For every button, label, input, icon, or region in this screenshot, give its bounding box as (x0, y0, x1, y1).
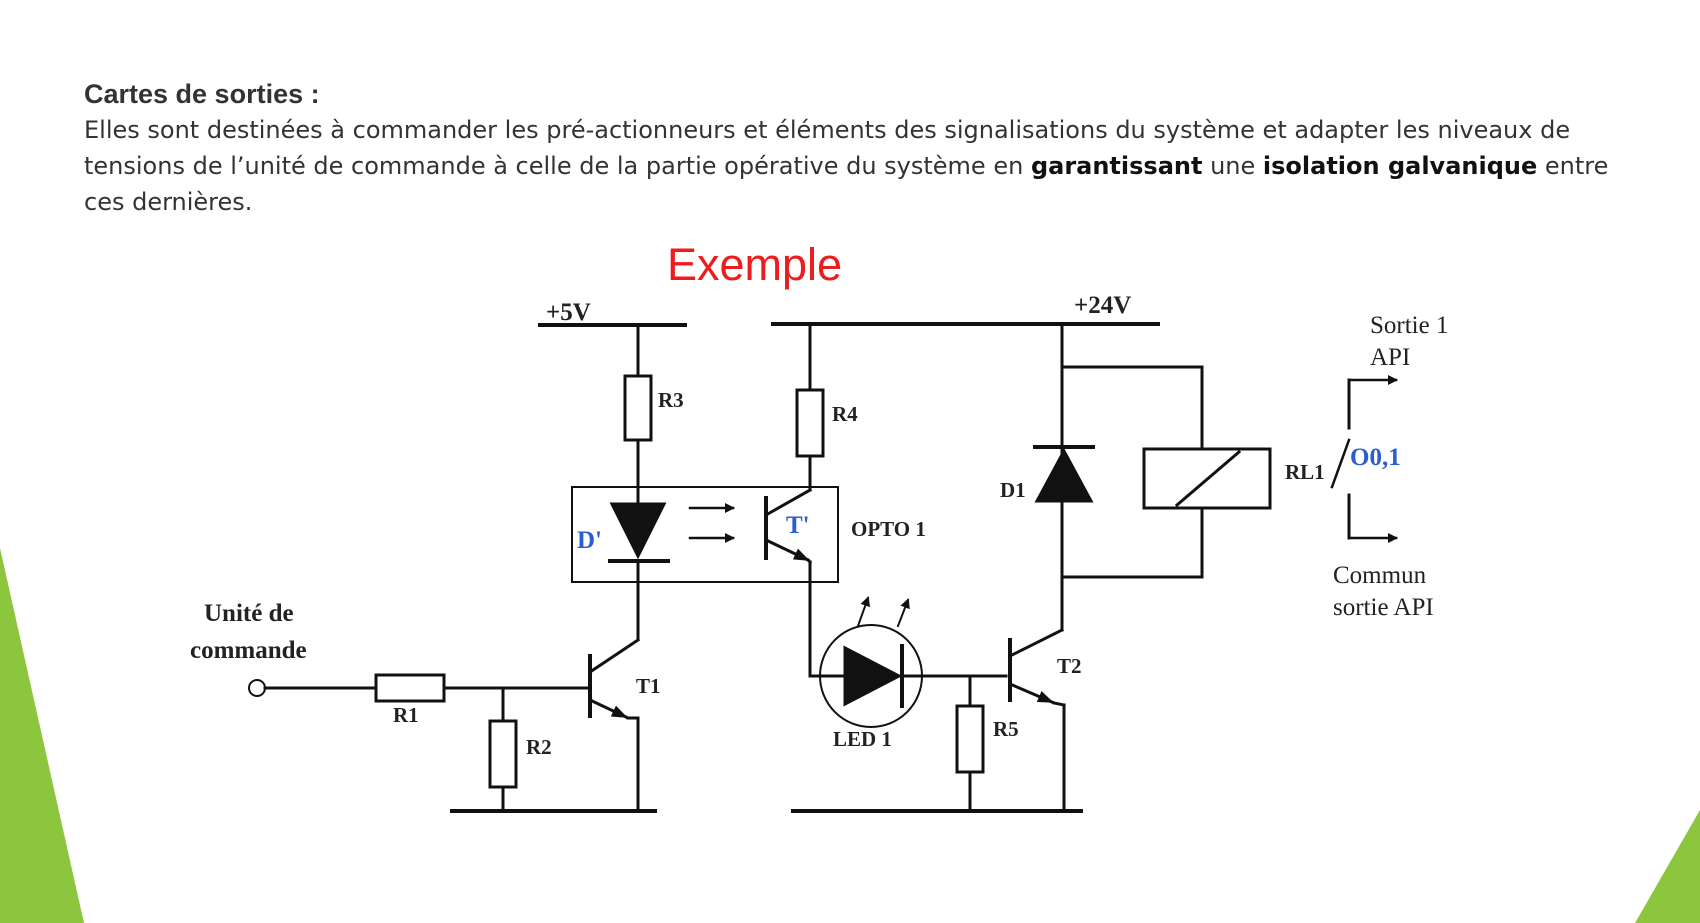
label-common-line1: Commun (1333, 562, 1427, 589)
input-terminal (248, 679, 266, 697)
label-opto: OPTO 1 (851, 517, 926, 541)
label-r5: R5 (993, 717, 1019, 741)
label-contact: O0,1 (1350, 444, 1401, 471)
resistor-r4 (795, 388, 825, 458)
label-5v: +5V (546, 299, 591, 326)
relay-coil-rl1 (1142, 447, 1272, 510)
paragraph-part3: entre ces dernières. (84, 152, 1609, 216)
label-d-prime: D' (577, 527, 602, 554)
paragraph-bold-isolation: isolation galvanique (1262, 152, 1538, 180)
diode-d-prime (609, 502, 667, 560)
resistor-r1 (374, 673, 446, 703)
label-r3: R3 (658, 388, 684, 412)
resistor-r5 (955, 704, 985, 774)
label-rl1: RL1 (1285, 460, 1325, 484)
paragraph-part2: une (1202, 152, 1263, 180)
right-green-triangle (1635, 810, 1700, 923)
label-r2: R2 (526, 735, 552, 759)
label-led: LED 1 (833, 727, 892, 751)
resistor-r3 (623, 374, 653, 442)
slide-text: Cartes de sorties : Elles sont destinées… (84, 76, 1644, 220)
paragraph-part1: Elles sont destinées à commander les pré… (84, 116, 1571, 180)
slide-paragraph: Elles sont destinées à commander les pré… (84, 112, 1644, 220)
label-output-line1: Sortie 1 (1370, 312, 1448, 339)
label-24v: +24V (1074, 292, 1131, 319)
optocoupler-box (571, 486, 839, 583)
label-input-line2: commande (190, 637, 307, 664)
paragraph-bold-guarantee: garantissant (1030, 152, 1203, 180)
label-input-line1: Unité de (204, 600, 294, 627)
label-r4: R4 (832, 402, 858, 426)
label-t-prime: T' (786, 512, 810, 539)
label-common-line2: sortie API (1333, 594, 1434, 621)
relay-contact (1330, 438, 1351, 489)
label-r1: R1 (393, 703, 419, 727)
resistor-r2 (488, 719, 518, 789)
label-t2: T2 (1057, 654, 1082, 678)
label-d1: D1 (1000, 478, 1026, 502)
label-output-line2: API (1370, 344, 1410, 371)
left-green-triangle (0, 548, 84, 923)
example-title: Exemple (667, 239, 843, 290)
label-t1: T1 (636, 674, 661, 698)
diode-d1 (1034, 447, 1094, 503)
slide-heading: Cartes de sorties : (84, 79, 320, 109)
